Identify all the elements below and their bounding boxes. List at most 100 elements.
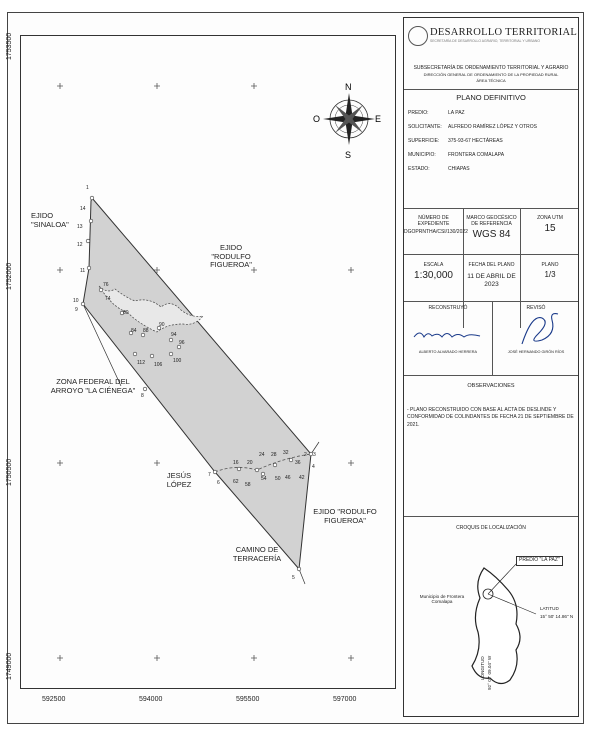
svg-text:46: 46 [285,475,291,481]
subsecretaria: SUBSECRETARÍA DE ORDENAMIENTO TERRITORIA… [413,65,569,71]
title-block: DESARROLLO TERRITORIAL SECRETARÍA DE DES… [403,17,579,717]
field-value: 375-93-67 HECTÁREAS [448,138,503,144]
construyo-label: RECONSTRUYÓ [428,305,468,311]
svg-text:6: 6 [217,480,220,486]
y-tick-1: 1753500 [6,32,13,60]
compass-o: O [313,114,320,124]
svg-text:3: 3 [313,452,316,458]
svg-text:88: 88 [143,328,149,334]
croquis-predio: PREDIO "LA PAZ" [516,556,563,566]
field-label: SUPERFICIE: [408,138,440,144]
svg-text:9: 9 [75,307,78,313]
field-label: ESTADO: [408,166,430,172]
svg-text:28: 28 [271,452,277,458]
marco-value: WGS 84 [472,229,511,240]
svg-text:50: 50 [275,476,281,482]
grid-crosses [57,83,354,661]
svg-text:76: 76 [103,282,109,288]
plano-cell: PLANO 1/3 [520,262,580,280]
svg-text:1: 1 [86,185,89,191]
fecha-value: 11 DE ABRIL DE 2023 [467,273,516,288]
svg-text:62: 62 [233,479,239,485]
field-value: FRONTERA COMALAPA [448,152,505,158]
fecha-label: FECHA DEL PLANO [468,262,515,268]
svg-text:20: 20 [247,460,253,466]
field-value: CHIAPAS [448,166,470,172]
reviso-name: JOSÉ HERNANDO GIRÓN RÍOS [507,350,565,354]
field-value: ALFREDO RAMÍREZ LÓPEZ Y OTROS [448,124,537,130]
seal-icon [408,26,428,46]
plano-title: PLANO DEFINITIVO [456,93,526,102]
zona-label: ZONA UTM [537,215,563,221]
field-label: PREDIO: [408,110,429,116]
croquis-longitud: 92° 07' 09.04" W [487,655,492,690]
escala-label: ESCALA [423,262,444,268]
fecha-cell: FECHA DEL PLANO 11 DE ABRIL DE 2023 [463,262,520,289]
svg-text:13: 13 [77,224,83,230]
label-camino: CAMINO DE TERRACERÍA [232,545,282,563]
escala-value: 1:30,000 [414,270,453,281]
plano-value: 1/3 [544,270,556,279]
zona-value: 15 [544,223,556,234]
compass-rose: N S E O [313,82,381,160]
croquis-title: CROQUIS DE LOCALIZACIÓN [456,525,526,531]
svg-text:16: 16 [233,460,239,466]
plano-label: PLANO [541,262,559,268]
label-ejido-rodulfo-bottom: EJIDO "RODULFO FIGUEROA" [313,507,377,525]
croquis-municipio: Municipio de Frontera Comalapa [419,594,465,605]
zona-cell: ZONA UTM 15 [520,215,580,235]
label-jesus-lopez: JESÚS LÓPEZ [166,471,192,489]
svg-text:14: 14 [80,206,86,212]
croquis-latitud-label: LATITUD [540,606,559,611]
arroyo-line [98,285,204,333]
direccion: DIRECCIÓN GENERAL DE ORDENAMIENTO DE LA … [423,72,559,77]
svg-text:80: 80 [123,310,129,316]
field-label: SOLICITANTE: [408,124,442,130]
signature-construyo [413,332,481,338]
croquis-longitud-label: LONGITUD [480,656,485,680]
y-tick-4: 1749000 [6,652,13,680]
label-ejido-rodulfo-top: EJIDO "RODULFO FIGUEROA" [210,243,252,270]
field-value: LA PAZ [448,110,465,116]
observaciones-title: OBSERVACIONES [467,383,515,389]
svg-text:24: 24 [259,452,265,458]
svg-text:94: 94 [171,332,177,338]
svg-text:90: 90 [159,322,165,328]
vertex-points [80,195,314,572]
svg-text:100: 100 [173,358,182,364]
svg-text:112: 112 [137,360,145,366]
svg-text:36: 36 [295,460,301,466]
svg-text:32: 32 [283,450,289,456]
svg-text:58: 58 [245,482,251,488]
svg-text:8: 8 [141,393,144,399]
label-ejido-sinaloa: EJIDO "SINALOA" [31,211,69,229]
svg-text:7: 7 [208,472,211,478]
area: ÁREA TÉCNICA [476,78,506,83]
signature-reviso [521,313,559,345]
field-label: MUNICIPIO: [408,152,436,158]
expediente-label: NÚMERO DE EXPEDIENTE [417,215,450,227]
compass-e: E [375,114,381,124]
construyo-name: ALBERTO ALVARADO HERRERA [418,350,478,354]
svg-text:96: 96 [179,340,185,346]
svg-text:84: 84 [131,328,137,334]
x-tick-2: 594000 [139,696,163,703]
compass-n: N [345,82,352,92]
observaciones-text: - PLANO RECONSTRUIDO CON BASE AL ACTA DE… [407,407,574,428]
compass-s: S [345,150,351,160]
svg-text:106: 106 [154,362,163,368]
x-tick-1: 592500 [42,696,66,703]
parcel-polygon [82,197,312,571]
svg-text:42: 42 [299,475,305,481]
org-subtitle: SECRETARÍA DE DESARROLLO AGRARIO, TERRIT… [430,39,540,43]
svg-text:11: 11 [80,268,85,274]
svg-text:74: 74 [105,296,111,302]
marco-label: MARCO GEOCÉSICO DE REFERENCIA [466,215,517,227]
marco-cell: MARCO GEOCÉSICO DE REFERENCIA WGS 84 [463,215,520,241]
org-title: DESARROLLO TERRITORIAL [430,27,578,38]
expediente-value: DGOPRNTHA/CSI/130/2022 [404,229,468,235]
escala-cell: ESCALA 1:30,000 [404,262,463,282]
